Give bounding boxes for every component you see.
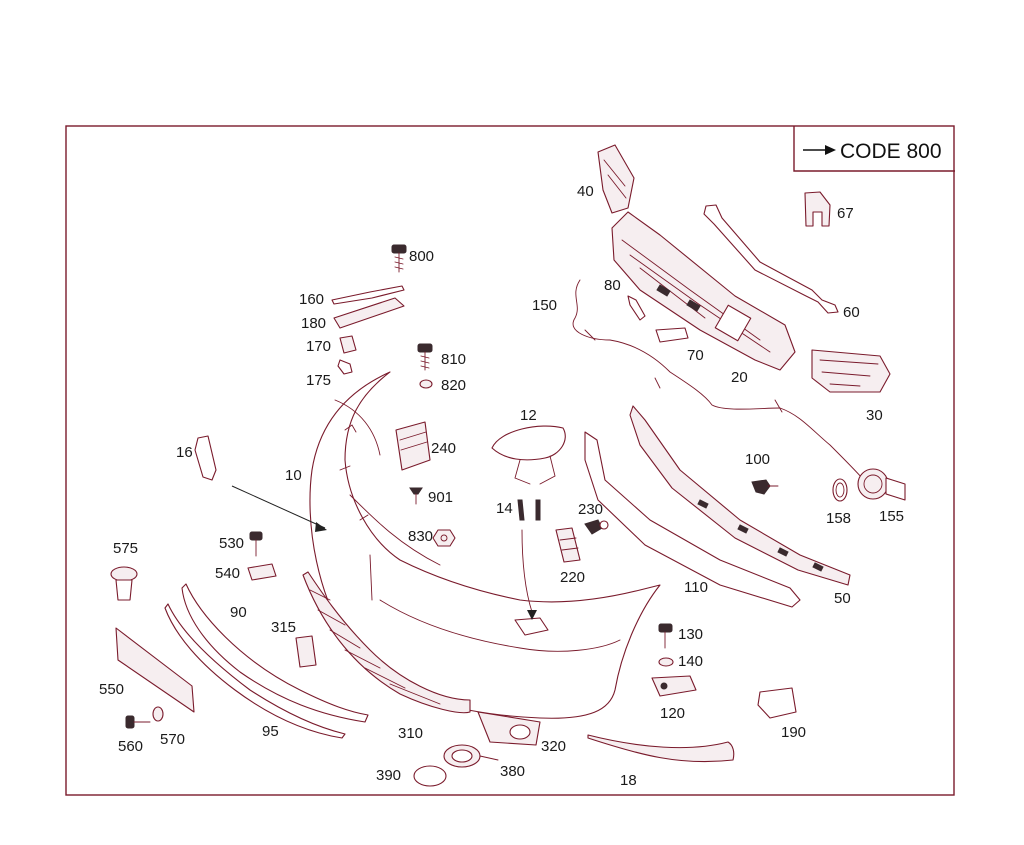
label-220: 220 [560,569,585,586]
diagram-frame [65,125,955,796]
label-530: 530 [219,535,244,552]
label-550: 550 [99,681,124,698]
label-95: 95 [262,723,279,740]
part-901-pin [409,487,423,505]
part-550-plate [115,627,195,713]
part-110-spoiler [584,431,801,608]
label-30: 30 [866,407,883,424]
part-150-harness [572,279,863,479]
label-14: 14 [496,500,513,517]
label-560: 560 [118,738,143,755]
part-800-screw [391,244,407,273]
part-155-sensor [857,468,906,501]
part-320-grille [477,711,541,746]
part-158-ring [832,478,848,502]
part-830-nut [432,529,456,547]
part-810-screw [417,343,433,371]
code-800-legend: CODE 800 [793,126,955,172]
code-800-label: CODE 800 [840,140,942,163]
label-160: 160 [299,291,324,308]
label-150: 150 [532,297,557,314]
part-30-bracket [811,349,891,393]
part-16-flap [194,435,327,532]
part-390-ring [413,765,447,787]
label-90: 90 [230,604,247,621]
part-240-control-unit [395,421,431,471]
part-40-bracket [597,144,635,214]
label-10: 10 [285,467,302,484]
part-170-clip [339,335,357,354]
label-155: 155 [879,508,904,525]
part-160-strip [331,285,405,305]
label-190: 190 [781,724,806,741]
part-20-impact-absorber [611,211,796,371]
label-540: 540 [215,565,240,582]
label-310: 310 [398,725,423,742]
part-18-trim-strip [587,734,735,763]
label-12: 12 [520,407,537,424]
part-310-grille [302,571,471,714]
label-230: 230 [578,501,603,518]
label-67: 67 [837,205,854,222]
part-100-clip [751,479,779,495]
part-130-screw [658,623,673,649]
part-50-lower-carrier [629,405,851,586]
part-10-bumper-cover [309,371,661,719]
label-575: 575 [113,540,138,557]
label-830: 830 [408,528,433,545]
label-80: 80 [604,277,621,294]
label-800: 800 [409,248,434,265]
label-175: 175 [306,372,331,389]
label-120: 120 [660,705,685,722]
part-120-bracket [651,675,697,697]
part-14-spring [517,499,541,620]
part-575-clip [110,566,138,601]
part-570-washer [152,706,164,722]
part-180-bracket [333,297,405,329]
part-315-block [295,635,317,668]
label-18: 18 [620,772,637,789]
label-380: 380 [500,763,525,780]
part-60-strip [703,204,839,314]
part-12-cover [491,425,566,485]
part-67-clip [804,191,831,227]
part-90-trim [181,583,369,723]
part-95-trim [164,603,346,739]
label-20: 20 [731,369,748,386]
label-820: 820 [441,377,466,394]
label-16: 16 [176,444,193,461]
label-130: 130 [678,626,703,643]
part-380-bezel [443,744,499,768]
label-390: 390 [376,767,401,784]
label-810: 810 [441,351,466,368]
label-100: 100 [745,451,770,468]
part-530-screw [249,531,263,557]
part-70-pad [655,327,689,343]
label-901: 901 [428,489,453,506]
label-158: 158 [826,510,851,527]
part-820-washer [419,379,433,389]
label-170: 170 [306,338,331,355]
part-80-small-part [627,295,646,321]
part-560-screw [125,715,151,729]
part-540-clip [247,563,277,581]
part-230-clip [584,519,609,535]
label-320: 320 [541,738,566,755]
label-315: 315 [271,619,296,636]
part-175-plug [337,359,353,375]
label-180: 180 [301,315,326,332]
label-60: 60 [843,304,860,321]
part-220-bracket [555,527,581,563]
label-70: 70 [687,347,704,364]
label-40: 40 [577,183,594,200]
part-190-bracket [757,687,797,719]
label-240: 240 [431,440,456,457]
label-570: 570 [160,731,185,748]
label-110: 110 [684,579,708,596]
part-140-washer [658,657,674,667]
label-140: 140 [678,653,703,670]
label-50: 50 [834,590,851,607]
